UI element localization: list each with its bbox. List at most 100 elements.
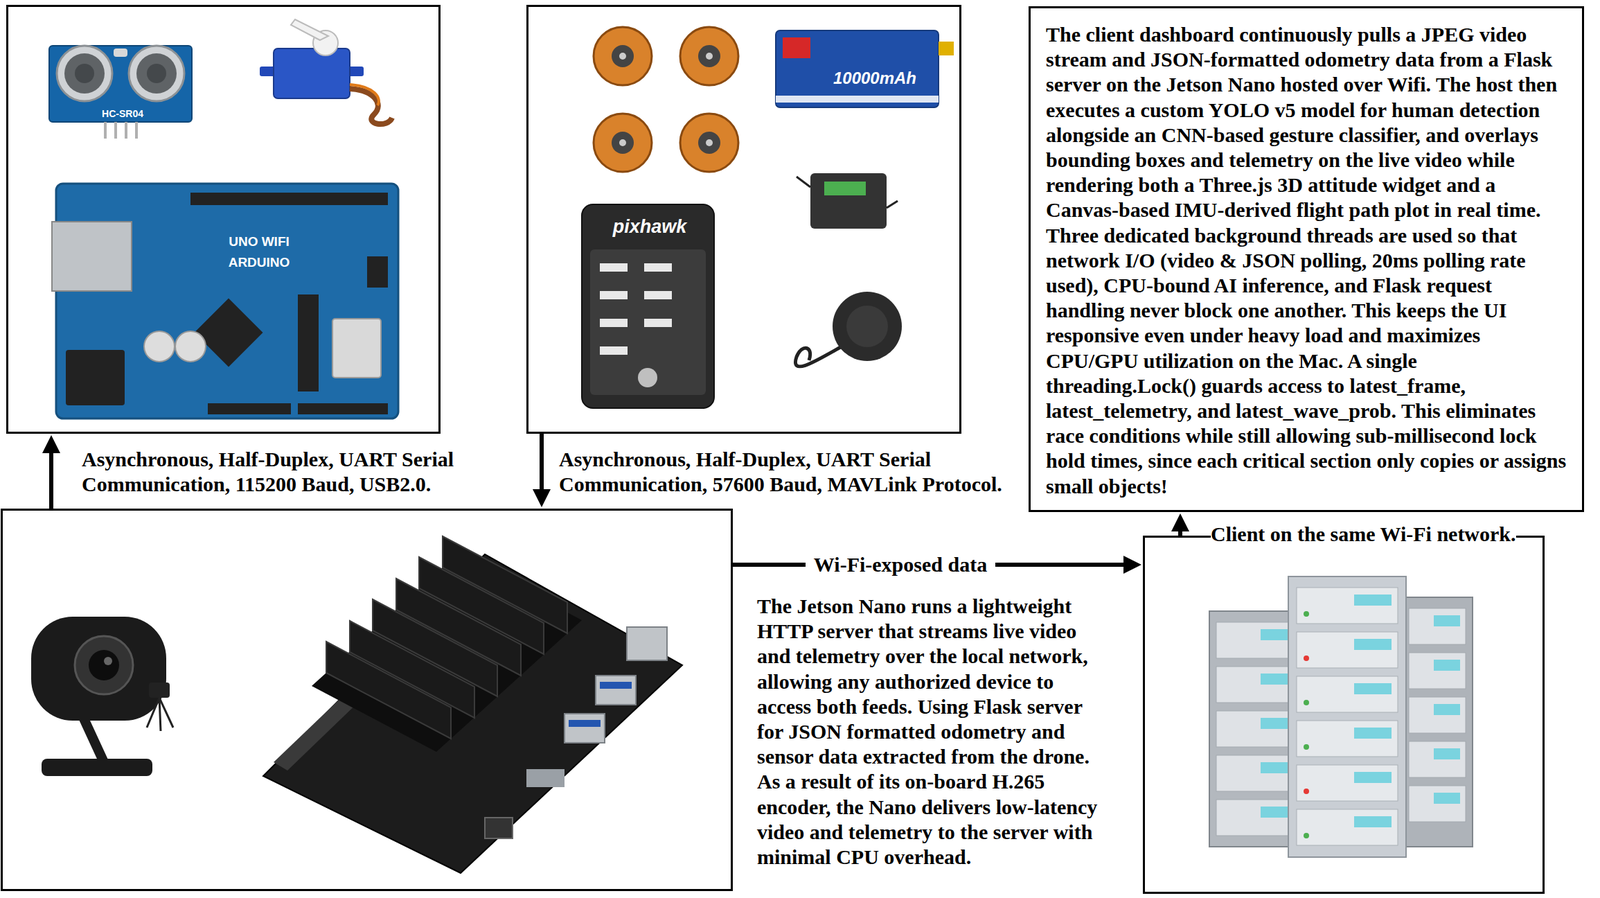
connector-label: Asynchronous, Half-Duplex, UART Serial C…	[81, 446, 498, 497]
jetson-board	[263, 554, 683, 873]
server-rack	[1303, 788, 1310, 794]
servo-motor	[259, 19, 393, 124]
flight-controller	[590, 249, 706, 395]
flight-controller	[599, 290, 628, 300]
arduino-board	[51, 183, 399, 419]
server-rack	[1296, 809, 1398, 846]
server-rack	[1288, 576, 1407, 857]
ultrasonic-sensor	[146, 63, 167, 84]
server-rack	[1303, 832, 1310, 839]
rc-receiver	[796, 173, 898, 229]
brushless-motor	[619, 52, 627, 60]
ultrasonic-sensor	[124, 121, 128, 139]
ultrasonic-sensor	[114, 121, 118, 139]
lipo-battery	[775, 30, 954, 108]
servo-motor	[290, 19, 329, 41]
hardware-panel	[0, 508, 733, 891]
arduino-board	[207, 403, 291, 415]
rc-receiver	[796, 176, 811, 188]
server-rack	[1433, 792, 1461, 804]
brushless-motor	[611, 45, 634, 68]
ultrasonic-sensor	[103, 121, 107, 139]
webcam	[83, 716, 104, 762]
flight-controller	[637, 367, 658, 388]
server-rack	[1408, 785, 1466, 822]
connector-label: Client on the same Wi-Fi network.	[1210, 521, 1517, 547]
arduino-board	[51, 221, 132, 291]
server-rack	[1260, 806, 1289, 818]
server-rack	[1303, 610, 1310, 617]
jetson-board	[326, 641, 451, 739]
server-rack	[1216, 754, 1293, 791]
jetson-board	[311, 554, 582, 752]
part-marking: HC-SR04	[51, 107, 194, 120]
server-rack	[1296, 764, 1398, 801]
brushless-motor	[593, 27, 739, 172]
webcam	[88, 649, 120, 681]
connector-label: Asynchronous, Half-Duplex, UART Serial C…	[558, 446, 1024, 497]
ultrasonic-sensor	[128, 45, 185, 102]
server-rack	[1408, 608, 1466, 645]
server-rack	[1216, 621, 1293, 659]
server-rack	[1260, 717, 1289, 729]
server-rack	[1209, 610, 1300, 847]
servo-motor	[349, 84, 379, 106]
webcam	[74, 635, 133, 695]
arduino-board	[297, 403, 388, 415]
flight-controller	[644, 290, 672, 300]
server-rack	[1216, 799, 1293, 836]
server-rack	[1216, 666, 1293, 703]
server-rack	[1209, 576, 1473, 857]
arduino-board	[175, 331, 206, 362]
flight-controller	[644, 318, 672, 327]
server-rack	[1354, 771, 1392, 783]
server-rack	[1354, 594, 1392, 606]
server-rack	[1303, 743, 1310, 750]
server-rack	[1260, 761, 1289, 773]
rc-receiver	[810, 173, 887, 229]
server-rack	[1296, 631, 1398, 668]
ultrasonic-sensor	[56, 45, 113, 102]
server-rack	[1433, 703, 1461, 715]
jetson-board	[595, 675, 636, 705]
jetson-board	[526, 768, 565, 787]
server-rack	[1354, 815, 1392, 828]
server-panel	[1142, 535, 1545, 894]
brushless-motor	[698, 131, 721, 154]
brushless-motor	[593, 113, 652, 172]
arrow-connector	[539, 433, 544, 490]
server-rack	[1303, 655, 1310, 661]
ultrasonic-sensor	[135, 121, 138, 139]
gps-module	[846, 305, 888, 348]
flight-controller	[644, 263, 672, 272]
ultrasonic-sensor	[136, 53, 177, 94]
server-rack	[1260, 628, 1289, 640]
servo-motor	[273, 48, 350, 99]
server-rack	[1433, 615, 1461, 627]
board-marking: UNO WIFI	[203, 233, 315, 251]
lipo-battery	[775, 95, 939, 103]
server-rack	[1408, 652, 1466, 689]
description-text: The Jetson Nano runs a lightweight HTTP …	[757, 593, 1107, 870]
hardware-panel: pixhawk10000mAh	[526, 4, 962, 434]
arduino-board	[56, 183, 399, 419]
gps-module	[832, 291, 902, 361]
server-rack	[1296, 720, 1398, 757]
arduino-board	[297, 294, 319, 392]
server-rack	[1303, 699, 1310, 706]
hardware-panel: HC-SR04UNO WIFIARDUINO	[6, 4, 441, 434]
flight-controller	[599, 318, 628, 327]
jetson-board	[626, 626, 668, 661]
brushless-motor	[680, 113, 739, 172]
battery-marking: 10000mAh	[805, 67, 945, 89]
brushless-motor	[705, 52, 713, 60]
arduino-board	[190, 192, 388, 206]
server-rack	[1408, 741, 1466, 778]
server-rack	[1296, 587, 1398, 624]
webcam	[31, 616, 167, 721]
arduino-board	[332, 318, 381, 378]
gps-module	[795, 291, 902, 367]
server-rack	[1354, 682, 1392, 695]
ultrasonic-sensor	[49, 45, 192, 139]
webcam	[148, 682, 170, 698]
